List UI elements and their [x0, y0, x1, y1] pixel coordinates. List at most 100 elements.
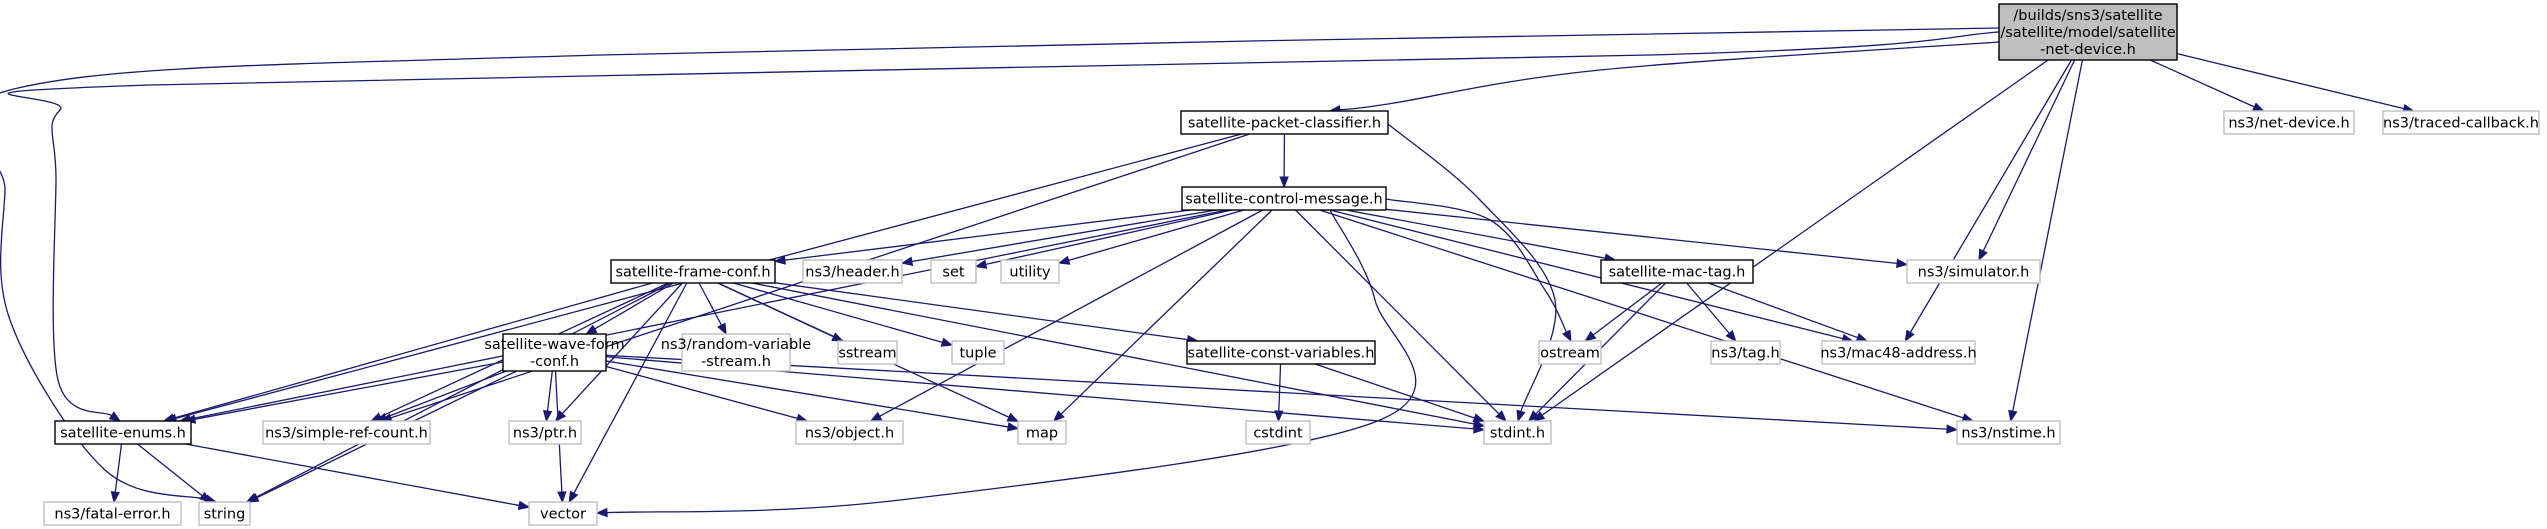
- node-sstream: sstream: [837, 340, 898, 365]
- edge-arrowhead: [568, 490, 579, 504]
- edge-wave_form_conf-to-map: [605, 360, 1020, 432]
- node-box: [1906, 259, 2041, 284]
- edge-line: [189, 209, 1228, 420]
- node-label: -stream.h: [701, 354, 771, 370]
- edge-line: [1385, 208, 1898, 265]
- edge-arrowhead: [900, 256, 914, 267]
- edge-frame_conf-to-vector: [568, 282, 688, 504]
- node-vector: vector: [528, 501, 598, 526]
- node-box: [1600, 259, 1754, 284]
- edge-line: [605, 360, 1009, 428]
- edge-line: [733, 282, 943, 344]
- edge-arrowhead: [557, 491, 567, 504]
- edge-arrowhead: [108, 411, 122, 422]
- edge-arrowhead: [1978, 248, 1988, 262]
- edge-control_message-to-stdint: [1295, 209, 1507, 422]
- edge-line: [1345, 209, 1606, 259]
- edge-line: [1982, 59, 2076, 252]
- node-frame-conf[interactable]: satellite-frame-conf.h: [610, 259, 776, 284]
- edge-line: [561, 282, 683, 415]
- edge-root-to-nstime: [2008, 59, 2084, 423]
- node-label: map: [1026, 426, 1058, 442]
- node-label: -net-device.h: [2040, 42, 2136, 58]
- edge-arrowhead: [1946, 424, 1959, 434]
- edge-line: [1686, 282, 1730, 334]
- node-label: satellite-const-variables.h: [1188, 346, 1375, 362]
- edge-arrowhead: [717, 322, 727, 336]
- edge-line: [605, 365, 798, 420]
- node-box: [502, 333, 607, 372]
- edge-frame_conf-to-tuple: [733, 282, 954, 347]
- edge-arrowhead: [1006, 422, 1020, 432]
- edge-packet_classifier-to-control_message: [1279, 133, 1289, 189]
- edge-line: [1541, 59, 2049, 416]
- node-box: [1245, 420, 1311, 445]
- edge-line: [1339, 41, 2000, 111]
- node-net-device: ns3/net-device.h: [2223, 110, 2355, 135]
- node-label: string: [204, 507, 246, 523]
- node-label: ns3/object.h: [805, 426, 894, 442]
- node-root[interactable]: /builds/sns3/satellite/satellite/model/s…: [1998, 3, 2178, 61]
- node-box: [1000, 259, 1060, 284]
- edge-const_variables-to-stdint: [1314, 363, 1486, 423]
- edge-enums-to-fatal_error: [110, 443, 123, 504]
- edge-line: [573, 282, 688, 494]
- node-box: [262, 420, 431, 445]
- node-box: [2223, 110, 2355, 135]
- edge-arrowhead: [1904, 329, 1915, 343]
- node-label: satellite-mac-tag.h: [1609, 265, 1746, 281]
- node-const-variables[interactable]: satellite-const-variables.h: [1186, 340, 1376, 365]
- edge-line: [2012, 59, 2084, 412]
- edge-line: [137, 443, 203, 497]
- edge-arrowhead: [1527, 410, 1540, 422]
- node-label: ns3/net-device.h: [2228, 116, 2349, 132]
- node-map: map: [1017, 420, 1067, 445]
- edge-frame_conf-to-enums: [162, 282, 653, 423]
- node-label: ns3/tag.h: [1711, 346, 1779, 362]
- edge-line: [173, 282, 653, 419]
- node-box: [951, 340, 1005, 365]
- node-mac-tag[interactable]: satellite-mac-tag.h: [1600, 259, 1754, 284]
- node-box: [681, 333, 791, 372]
- node-box: [43, 501, 182, 526]
- node-box: [508, 420, 582, 445]
- node-tag: ns3/tag.h: [1710, 340, 1781, 365]
- node-label: utility: [1009, 265, 1051, 281]
- node-random-variable-stream: ns3/random-variable-stream.h: [661, 333, 812, 372]
- node-enums[interactable]: satellite-enums.h: [54, 420, 192, 445]
- node-stdint: stdint.h: [1483, 420, 1552, 445]
- node-wave-form-conf[interactable]: satellite-wave-form-conf.h: [484, 333, 625, 372]
- node-label: ostream: [1540, 346, 1600, 362]
- edge-control_message-to-vector: [595, 209, 1417, 518]
- node-box: [1710, 340, 1781, 365]
- edge-line: [1385, 198, 1568, 333]
- node-control-message[interactable]: satellite-control-message.h: [1181, 186, 1387, 211]
- node-label: /builds/sns3/satellite: [2013, 8, 2162, 24]
- node-ostream: ostream: [1538, 340, 1602, 365]
- edge-arrowhead: [1495, 410, 1507, 422]
- edge-root-to-mac48_address: [1904, 59, 2072, 343]
- node-packet-classifier[interactable]: satellite-packet-classifier.h: [1180, 110, 1389, 135]
- edge-frame_conf-to-wave_form_conf: [584, 282, 674, 335]
- edge-wave_form_conf-to-ptr: [542, 370, 553, 423]
- edge-control_message-to-set: [974, 209, 1233, 269]
- node-box: [802, 259, 903, 284]
- node-box: [610, 259, 776, 284]
- node-box: [1538, 340, 1602, 365]
- edge-line: [1314, 363, 1475, 419]
- edge-arrowhead: [1562, 329, 1572, 343]
- node-utility: utility: [1000, 259, 1060, 284]
- node-label: sstream: [838, 346, 896, 362]
- edge-arrowhead: [974, 259, 988, 269]
- edge-line: [1708, 282, 1858, 339]
- node-label: /satellite/model/satellite: [2000, 25, 2175, 41]
- edge-arrowhead: [1052, 410, 1065, 422]
- edge-arrowhead: [1896, 258, 1909, 269]
- edge-mac_tag-to-tag: [1686, 282, 1737, 343]
- edge-line: [774, 282, 1188, 341]
- node-label: ns3/random-variable: [661, 337, 812, 353]
- edge-line: [1592, 282, 1663, 336]
- edge-line: [594, 282, 674, 330]
- edge-line: [7, 31, 2000, 417]
